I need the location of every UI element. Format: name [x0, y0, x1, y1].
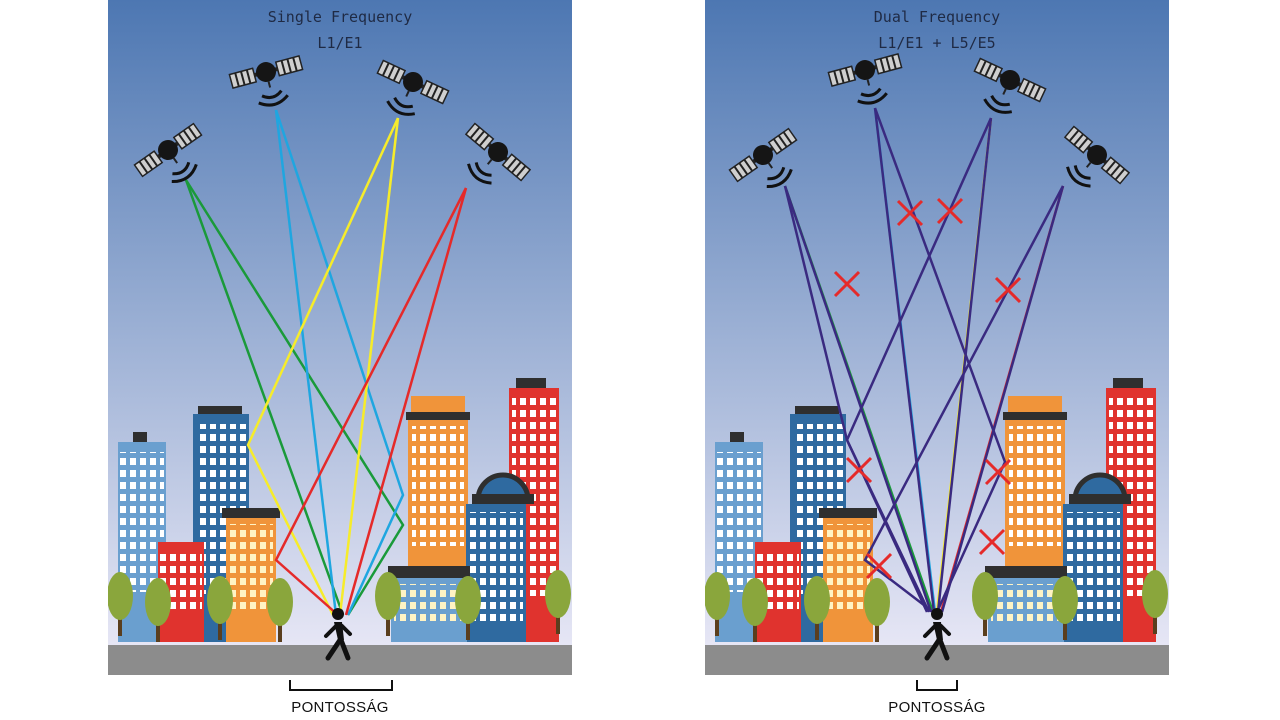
accuracy-label: PONTOSSÁG	[888, 699, 986, 716]
signal-paths	[184, 109, 468, 616]
dual-frequency-illustration	[705, 0, 1169, 691]
single-frequency-panel: Single Frequency L1/E1 PONTOSSÁG	[108, 0, 572, 720]
panel-title: Single Frequency	[267, 8, 413, 26]
l5-signals	[783, 107, 1065, 613]
ground	[705, 645, 1169, 675]
panel-subtitle: L1/E1 + L5/E5	[878, 34, 996, 52]
ground	[108, 645, 572, 675]
accuracy-label: PONTOSSÁG	[291, 699, 389, 716]
panel-title: Dual Frequency	[873, 8, 1001, 26]
accuracy-bracket	[289, 680, 393, 691]
single-frequency-illustration	[108, 0, 572, 691]
city-skyline	[118, 378, 559, 642]
dual-frequency-panel: Dual Frequency L1/E1 + L5/E5 PONTOSSÁG	[705, 0, 1169, 720]
panel-subtitle: L1/E1	[317, 34, 363, 52]
accuracy-bracket	[916, 680, 958, 691]
